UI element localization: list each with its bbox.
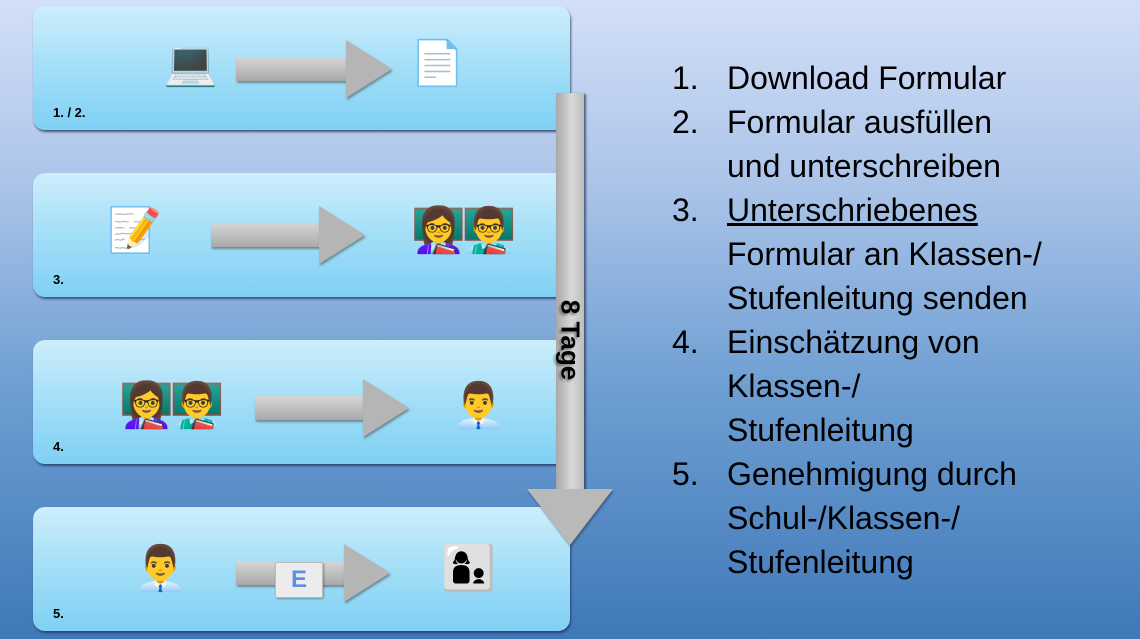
right-arrow-icon: [236, 544, 391, 604]
office-worker-icon: 👨‍💼: [451, 381, 506, 430]
step-panel-4: 👩‍🏫👨‍🏫 👨‍💼 4.: [33, 340, 570, 464]
laptop-icon: 💻: [163, 39, 218, 88]
timeline-arrow-head-icon: [527, 489, 613, 545]
step-label: 4.: [53, 439, 64, 454]
step-label: 5.: [53, 606, 64, 621]
step-item-3: 3. Unterschriebenes Formular an Klassen-…: [672, 188, 1042, 320]
right-arrow-icon: [255, 379, 410, 439]
email-envelope-icon: E: [275, 562, 323, 598]
step-item-5: 5. Genehmigung durch Schul-/Klassen-/ St…: [672, 456, 1017, 580]
underlined-text: Unterschriebenes: [727, 192, 978, 228]
step-item-2: 2. Formular ausfüllen und unterschreiben: [672, 104, 1001, 184]
memo-icon: 📝: [107, 206, 162, 255]
timeline-label: 8 Tage: [555, 299, 586, 381]
teachers-icon: 👩‍🏫👨‍🏫: [411, 206, 517, 255]
steps-list: 1. Download Formular 2. Formular ausfüll…: [672, 56, 1042, 584]
step-item-1: 1. Download Formular: [672, 60, 1007, 96]
step-panel-1-2: 💻 📄 1. / 2.: [33, 6, 570, 130]
step-item-4: 4. Einschätzung von Klassen-/ Stufenleit…: [672, 324, 980, 448]
document-icon: 📄: [410, 39, 465, 88]
right-arrow-icon: [236, 40, 392, 100]
right-arrow-icon: [211, 206, 366, 266]
step-panel-3: 📝 👩‍🏫👨‍🏫 3.: [33, 173, 570, 297]
timeline-arrow-shaft: [556, 93, 584, 491]
step-label: 3.: [53, 272, 64, 287]
step-label: 1. / 2.: [53, 105, 86, 120]
mother-child-icon: 👩‍👦: [441, 544, 496, 593]
office-worker-icon: 👨‍💼: [133, 544, 188, 593]
step-panel-5: 👨‍💼 👩‍👦 5.: [33, 507, 570, 631]
teachers-icon: 👩‍🏫👨‍🏫: [119, 381, 225, 430]
